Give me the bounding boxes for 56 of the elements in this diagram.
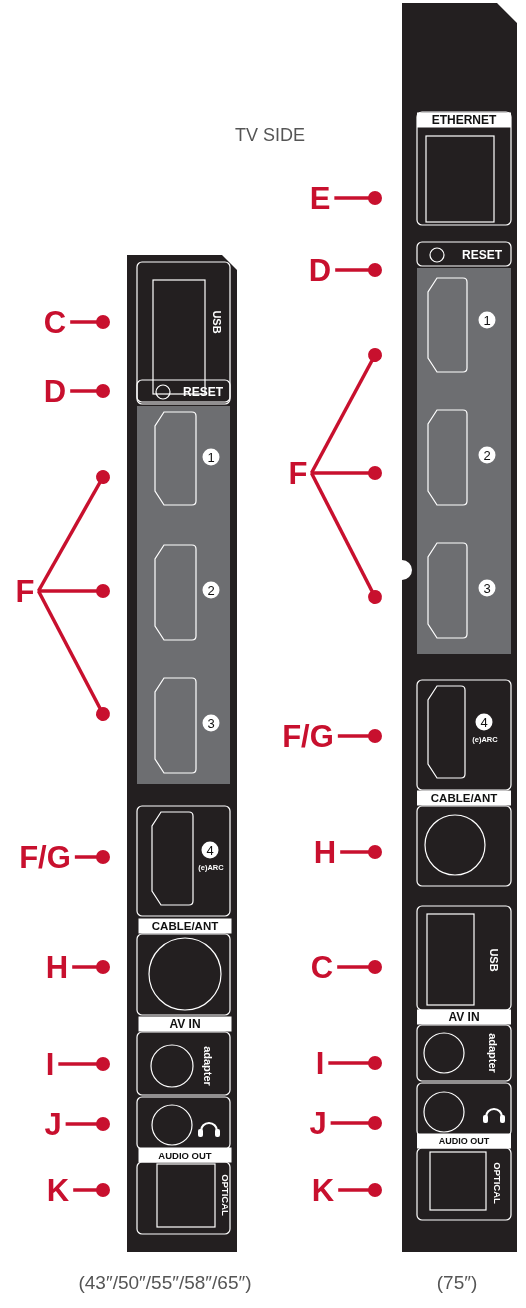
leader-line (338, 1183, 382, 1197)
leader-line (36, 470, 110, 592)
leader-line (309, 348, 382, 474)
callout-letter: F/G (19, 841, 71, 873)
leader-line (36, 590, 110, 721)
leader-line (73, 1183, 110, 1197)
leader-line (70, 315, 110, 329)
callout-letter: F (288, 457, 308, 489)
callout-letter: H (45, 951, 69, 983)
port-label: OPTICAL (220, 1174, 230, 1216)
leader-line (337, 729, 382, 743)
callout-letter: C (43, 306, 67, 338)
callout-letter: C (310, 951, 334, 983)
callout-letter: D (308, 254, 332, 286)
callout-letter: F (15, 575, 35, 607)
port-label: RESET (462, 249, 502, 261)
callout-letter: I (315, 1047, 325, 1079)
caption: (43″/50″/55″/58″/65″) (78, 1272, 252, 1292)
port-label: CABLE/ANT (138, 918, 232, 934)
leader-line (58, 1057, 110, 1071)
title: TV SIDE (235, 126, 305, 144)
port-label: AV IN (138, 1016, 232, 1032)
port-label: AV IN (417, 1009, 511, 1025)
port-label: adapter (201, 1046, 213, 1086)
callout-letter: J (44, 1108, 62, 1140)
callout-letter: F/G (282, 720, 334, 752)
callout-letter: I (45, 1048, 55, 1080)
leader-line (335, 263, 382, 277)
port-label: AUDIO OUT (138, 1147, 232, 1163)
callout-letter: K (46, 1174, 70, 1206)
port-label: RESET (183, 386, 223, 398)
leader-line (72, 960, 110, 974)
port-label: OPTICAL (492, 1162, 502, 1204)
leader-line (311, 466, 382, 480)
leader-line (330, 1116, 382, 1130)
port-label: CABLE/ANT (417, 790, 511, 806)
leader-line (334, 191, 382, 205)
callout-letter: E (309, 182, 331, 214)
port-label: adapter (486, 1033, 498, 1073)
leader-line (340, 845, 382, 859)
port-label: AUDIO OUT (417, 1133, 511, 1149)
leader-line (70, 384, 110, 398)
port-label: ETHERNET (417, 112, 511, 128)
leader-line (65, 1117, 110, 1131)
port-label: USB (487, 948, 499, 972)
port-label: USB (210, 310, 222, 334)
callout-letter: K (311, 1174, 335, 1206)
caption: (75″) (436, 1272, 478, 1292)
leader-line (309, 472, 382, 604)
leader-line (38, 584, 110, 598)
callout-letter: J (309, 1107, 327, 1139)
callout-letter: D (43, 375, 67, 407)
leader-line (328, 1056, 382, 1070)
leader-line (74, 850, 110, 864)
callout-letter: H (313, 836, 337, 868)
leader-line (337, 960, 382, 974)
